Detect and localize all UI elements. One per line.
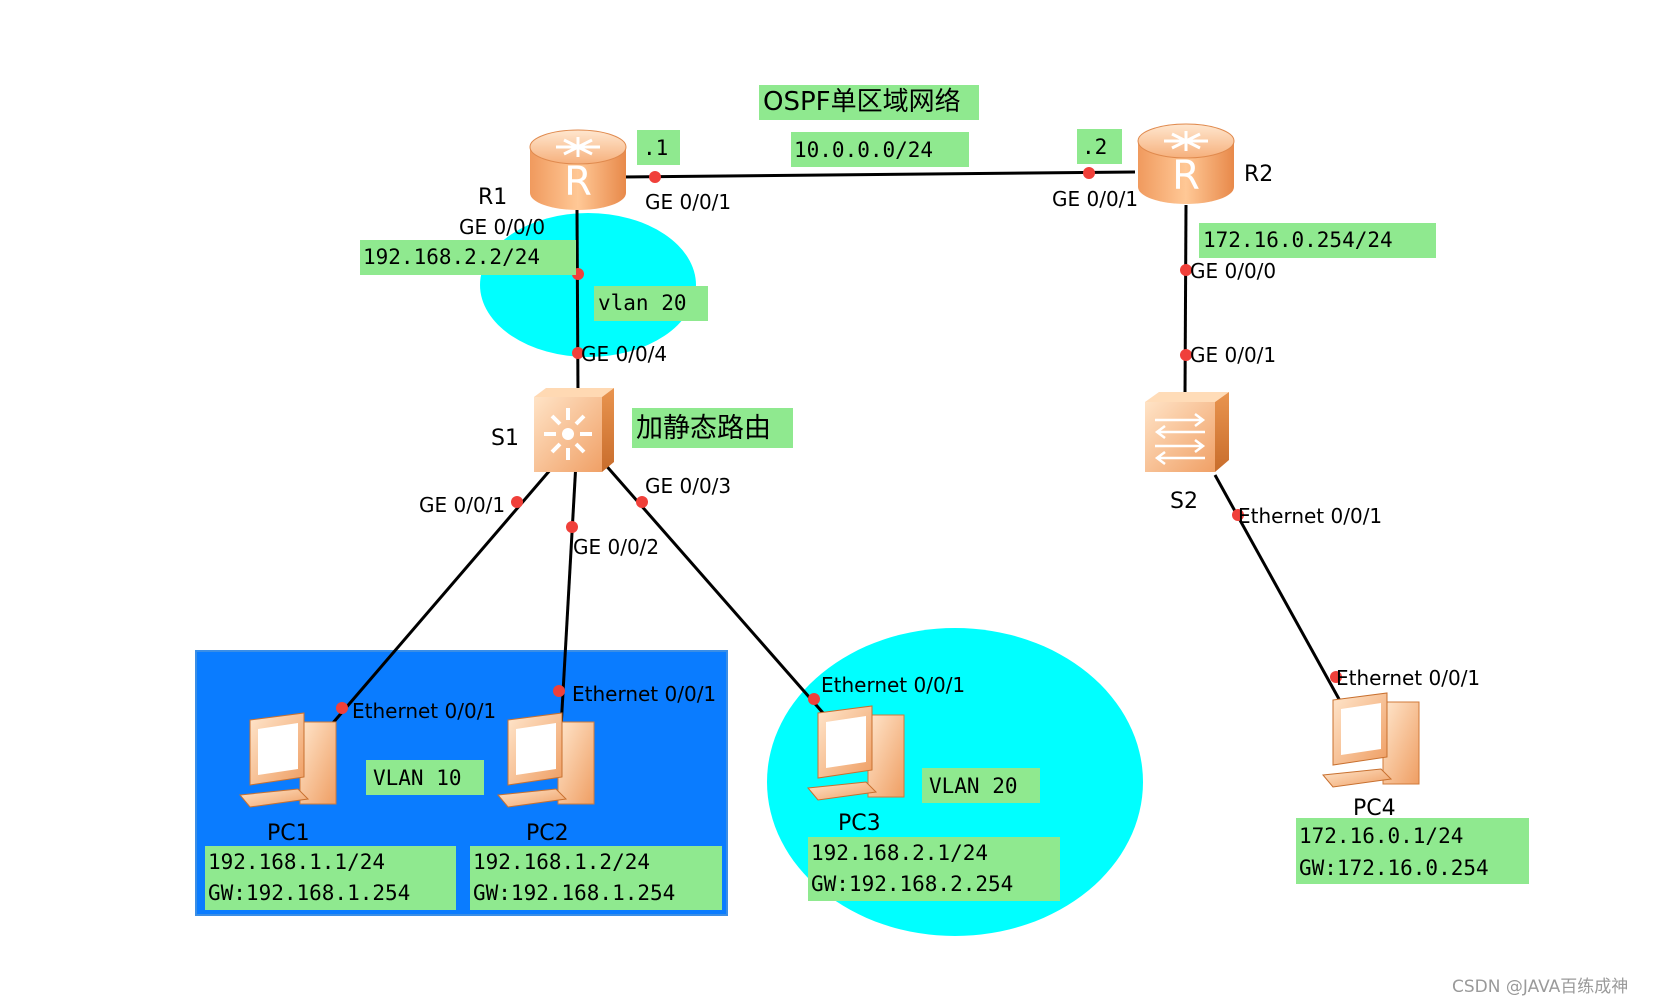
watermark: CSDN @JAVA百练成神 [1452, 977, 1628, 997]
r1-host-id: .1 [643, 136, 668, 160]
pc4-gw: GW:172.16.0.254 [1299, 856, 1489, 880]
port-dot [566, 521, 578, 533]
svg-text:R: R [564, 159, 592, 205]
pc1-name: PC1 [267, 821, 310, 846]
port-dot [808, 693, 820, 705]
pc2-gw: GW:192.168.1.254 [473, 881, 675, 905]
r1-r2-network: 10.0.0.0/24 [794, 138, 933, 162]
pc-icon[interactable] [497, 712, 595, 808]
port-label: GE 0/0/1 [419, 493, 505, 517]
port-dot [336, 702, 348, 714]
pc1-gw: GW:192.168.1.254 [208, 881, 410, 905]
router-icon[interactable]: R [529, 129, 627, 210]
label-bg [922, 768, 1040, 803]
port-label: GE 0/0/0 [459, 215, 545, 239]
s1-name: S1 [491, 426, 519, 451]
label-bg [470, 846, 722, 910]
r1-ip: 192.168.2.2/24 [363, 245, 540, 269]
label-bg [1296, 818, 1529, 884]
port-label: GE 0/0/2 [573, 535, 659, 559]
port-label: GE 0/0/0 [1190, 259, 1276, 283]
pc2-ip: 192.168.1.2/24 [473, 850, 650, 874]
link-r2-s2 [1183, 204, 1188, 396]
port-label: Ethernet 0/0/1 [1238, 504, 1382, 528]
port-label: GE 0/0/1 [1190, 343, 1276, 367]
port-dot [572, 347, 584, 359]
label-bg [205, 846, 456, 910]
port-dot [553, 685, 565, 697]
r2-ip: 172.16.0.254/24 [1203, 228, 1393, 252]
vlan20-link-label: vlan 20 [598, 291, 687, 315]
port-dot [636, 496, 648, 508]
static-route-label: 加静态路由 [636, 413, 771, 444]
pc4-name: PC4 [1353, 796, 1396, 821]
s2-name: S2 [1170, 489, 1198, 514]
port-dot [1232, 509, 1244, 521]
pc4-ip: 172.16.0.1/24 [1299, 824, 1463, 848]
vlan20-pc-label: VLAN 20 [929, 774, 1018, 798]
label-bg [1199, 223, 1436, 258]
port-label: Ethernet 0/0/1 [821, 673, 965, 697]
port-label: Ethernet 0/0/1 [1336, 666, 1480, 690]
port-dot [1330, 671, 1342, 683]
label-bg [1077, 129, 1122, 164]
label-bg [759, 85, 979, 120]
label-bg [632, 408, 793, 448]
label-bg [791, 132, 969, 167]
label-bg [808, 837, 1060, 901]
router-icon[interactable]: R [1137, 123, 1235, 204]
r2-host-id: .2 [1082, 135, 1107, 159]
svg-text:R: R [1172, 153, 1200, 199]
pc3-gw: GW:192.168.2.254 [811, 872, 1013, 896]
port-dot [1180, 264, 1192, 276]
port-dot [649, 171, 661, 183]
label-bg [637, 130, 680, 165]
port-label: GE 0/0/3 [645, 474, 731, 498]
port-label: GE 0/0/4 [581, 342, 667, 366]
label-bg [360, 240, 576, 275]
pc-icon[interactable] [807, 705, 905, 801]
port-label: Ethernet 0/0/1 [352, 699, 496, 723]
label-bg [366, 760, 484, 795]
port-dot [1083, 167, 1095, 179]
port-dot [511, 496, 523, 508]
link-r1-r2 [619, 170, 1136, 179]
port-label: Ethernet 0/0/1 [572, 682, 716, 706]
layer3-switch-icon[interactable] [534, 388, 614, 472]
r2-name: R2 [1244, 162, 1273, 187]
label-bg [594, 286, 708, 321]
switch-icon[interactable] [1145, 392, 1229, 472]
port-dot [1180, 349, 1192, 361]
diagram-title: OSPF单区域网络 [763, 87, 961, 117]
pc-icon[interactable] [239, 712, 337, 808]
pc3-name: PC3 [838, 811, 881, 836]
port-label: GE 0/0/1 [645, 190, 731, 214]
pc2-name: PC2 [526, 821, 569, 846]
port-label: GE 0/0/1 [1052, 187, 1138, 211]
r1-name: R1 [478, 185, 507, 210]
pc-icon[interactable] [1322, 692, 1420, 788]
vlan10-label: VLAN 10 [373, 766, 462, 790]
port-dots [336, 167, 1342, 714]
link-s1-pc2 [559, 461, 578, 729]
link-r1-s1 [575, 209, 580, 396]
pc1-ip: 192.168.1.1/24 [208, 850, 385, 874]
pc3-ip: 192.168.2.1/24 [811, 841, 988, 865]
label-backgrounds [205, 85, 1529, 910]
